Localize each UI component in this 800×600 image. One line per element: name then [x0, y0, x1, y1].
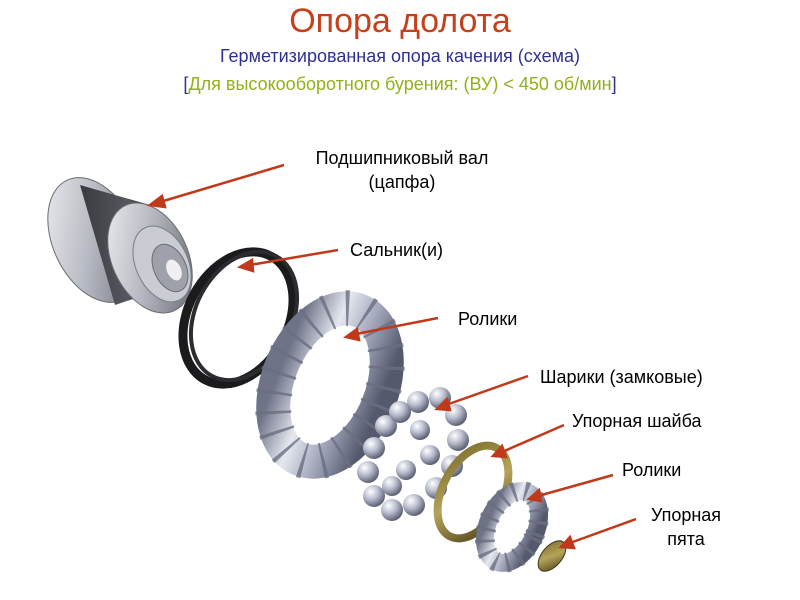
label-rollers-small: Ролики [622, 458, 681, 482]
label-balls: Шарики (замковые) [540, 365, 703, 389]
arrow-thrust-heel [561, 519, 636, 548]
label-thrust-heel-line2: пята [640, 527, 732, 551]
label-shaft: Подшипниковый вал (цапфа) [296, 146, 508, 194]
arrow-thrust-washer [493, 425, 564, 457]
bearing-shaft [29, 162, 209, 326]
roller-set-large [252, 291, 408, 478]
arrow-shaft [150, 165, 284, 207]
label-thrust-washer: Упорная шайба [572, 409, 702, 433]
label-seal: Сальник(и) [350, 238, 443, 262]
arrow-balls [437, 376, 528, 410]
label-thrust-heel-line1: Упорная [640, 503, 732, 527]
label-shaft-line1: Подшипниковый вал [296, 146, 508, 170]
label-rollers: Ролики [458, 307, 517, 331]
label-thrust-heel: Упорная пята [640, 503, 732, 551]
label-shaft-line2: (цапфа) [296, 170, 508, 194]
